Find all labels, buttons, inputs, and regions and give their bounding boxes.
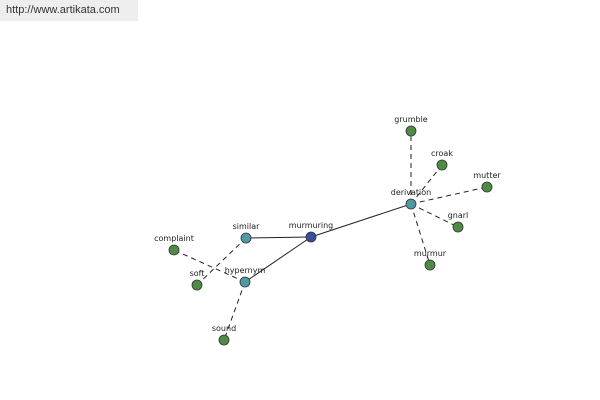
node-complaint[interactable]: complaint: [154, 234, 194, 256]
node-similar[interactable]: similar: [233, 222, 261, 244]
node-gnarl[interactable]: gnarl: [448, 211, 469, 233]
edge-murmuring-hypernym: [244, 236, 312, 283]
edge-murmuring-derivation: [310, 203, 412, 238]
node-sound[interactable]: sound: [212, 324, 236, 346]
node-marker-hypernym[interactable]: [239, 276, 251, 288]
node-marker-similar[interactable]: [240, 232, 252, 244]
node-label-hypernym: hypernym: [225, 266, 266, 275]
node-croak[interactable]: croak: [431, 149, 453, 171]
node-label-sound: sound: [212, 324, 236, 333]
node-label-soft: soft: [190, 269, 205, 278]
edge-hypernym-complaint: [173, 249, 246, 283]
edge-derivation-murmur: [410, 203, 431, 266]
site-url[interactable]: http://www.artikata.com: [0, 0, 138, 21]
graph-nodes: murmuring derivation similar hypernym grumbl…: [154, 115, 501, 346]
node-marker-mutter[interactable]: [481, 181, 493, 193]
node-label-derivation: derivation: [391, 188, 431, 197]
node-label-murmur: murmur: [414, 249, 447, 258]
edge-derivation-mutter: [410, 186, 488, 205]
node-marker-sound[interactable]: [218, 334, 230, 346]
node-marker-gnarl[interactable]: [452, 221, 464, 233]
node-label-grumble: grumble: [394, 115, 428, 124]
node-label-similar: similar: [233, 222, 261, 231]
node-marker-murmuring[interactable]: [305, 231, 317, 243]
node-murmuring[interactable]: murmuring: [289, 221, 334, 243]
node-label-mutter: mutter: [473, 171, 501, 180]
node-murmur[interactable]: murmur: [414, 249, 447, 271]
node-hypernym[interactable]: hypernym: [225, 266, 266, 288]
edge-hypernym-sound: [223, 281, 246, 341]
edge-murmuring-similar: [245, 236, 312, 239]
node-label-gnarl: gnarl: [448, 211, 469, 220]
node-derivation[interactable]: derivation: [391, 188, 431, 210]
node-marker-murmur[interactable]: [424, 259, 436, 271]
node-marker-derivation[interactable]: [405, 198, 417, 210]
node-marker-complaint[interactable]: [168, 244, 180, 256]
edge-similar-soft: [196, 237, 247, 286]
edge-derivation-croak: [410, 164, 443, 205]
node-grumble[interactable]: grumble: [394, 115, 428, 137]
node-soft[interactable]: soft: [190, 269, 205, 291]
node-marker-soft[interactable]: [191, 279, 203, 291]
node-marker-grumble[interactable]: [405, 125, 417, 137]
node-marker-croak[interactable]: [436, 159, 448, 171]
graph-edges: [173, 131, 488, 341]
node-label-murmuring: murmuring: [289, 221, 334, 230]
node-label-croak: croak: [431, 149, 453, 158]
node-mutter[interactable]: mutter: [473, 171, 501, 193]
node-label-complaint: complaint: [154, 234, 194, 243]
